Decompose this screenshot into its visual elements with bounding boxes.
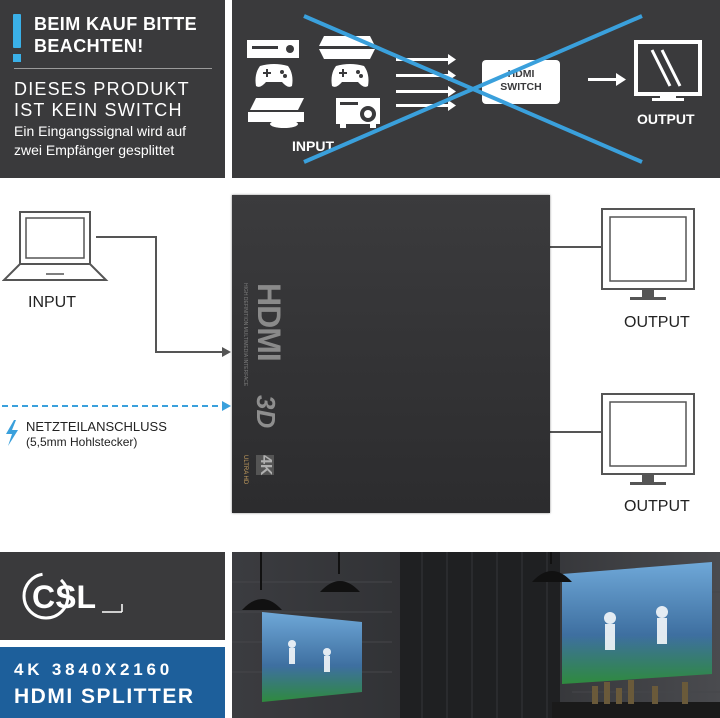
power-title: NETZTEILANSCHLUSS — [26, 419, 167, 434]
output-label-1: OUTPUT — [624, 314, 690, 331]
gamepad-icon — [331, 64, 369, 87]
monitor-icon — [601, 208, 695, 300]
notice-heading: BEIM KAUF BITTE BEACHTEN! — [34, 14, 197, 56]
power-subtitle: (5,5mm Hohlstecker) — [26, 435, 138, 449]
csl-logo: CSL — [22, 572, 123, 620]
arrow-right-icon — [588, 73, 626, 86]
monitor-icon — [601, 393, 695, 485]
product-title-panel: 4K 3840X2160 HDMI SPLITTER — [0, 647, 225, 718]
lightning-icon — [6, 420, 18, 446]
notice-panel: BEIM KAUF BITTE BEACHTEN! DIESES PRODUKT… — [0, 0, 225, 178]
arrows-icon — [396, 54, 456, 111]
product-name: HDMI SPLITTER — [14, 685, 195, 708]
input-label: INPUT — [28, 294, 76, 311]
tv-icon — [634, 40, 702, 101]
laptop-icon — [2, 211, 109, 281]
3d-logo: 3D — [251, 395, 281, 429]
console-icon — [247, 40, 299, 58]
bar-scene-image — [232, 552, 720, 718]
not-switch-diagram: INPUT HDMI SWITCH OUTPUT — [232, 0, 720, 178]
bluray-player-icon — [248, 98, 304, 128]
bar-scene-photo — [232, 552, 720, 718]
notice-subheading: DIESES PRODUKT IST KEIN SWITCH — [14, 79, 190, 120]
notice-description: Ein Eingangssignal wird auf zwei Empfäng… — [14, 123, 186, 158]
projector-icon — [336, 98, 380, 128]
hdmi-subtext: HIGH DEFINITION MULTIMEDIA INTERFACE — [242, 283, 248, 387]
product-resolution: 4K 3840X2160 — [14, 660, 174, 679]
brand-panel: CSL — [0, 552, 225, 640]
4k-logo: 4K — [256, 455, 274, 476]
input-label: INPUT — [292, 138, 334, 154]
divider — [14, 68, 212, 69]
hdmi-logo: HDMI — [251, 283, 287, 361]
hdmi-splitter-device: HIGH DEFINITION MULTIMEDIA INTERFACE HDM… — [232, 195, 550, 513]
svg-text:CSL: CSL — [32, 579, 96, 615]
gamepad-icon — [255, 64, 293, 87]
cross-icon — [303, 14, 643, 164]
exclamation-icon — [10, 14, 24, 64]
ultra-hd-logo: ULTRA HD — [242, 455, 248, 485]
output-label: OUTPUT — [637, 111, 695, 127]
output-label-2: OUTPUT — [624, 498, 690, 515]
